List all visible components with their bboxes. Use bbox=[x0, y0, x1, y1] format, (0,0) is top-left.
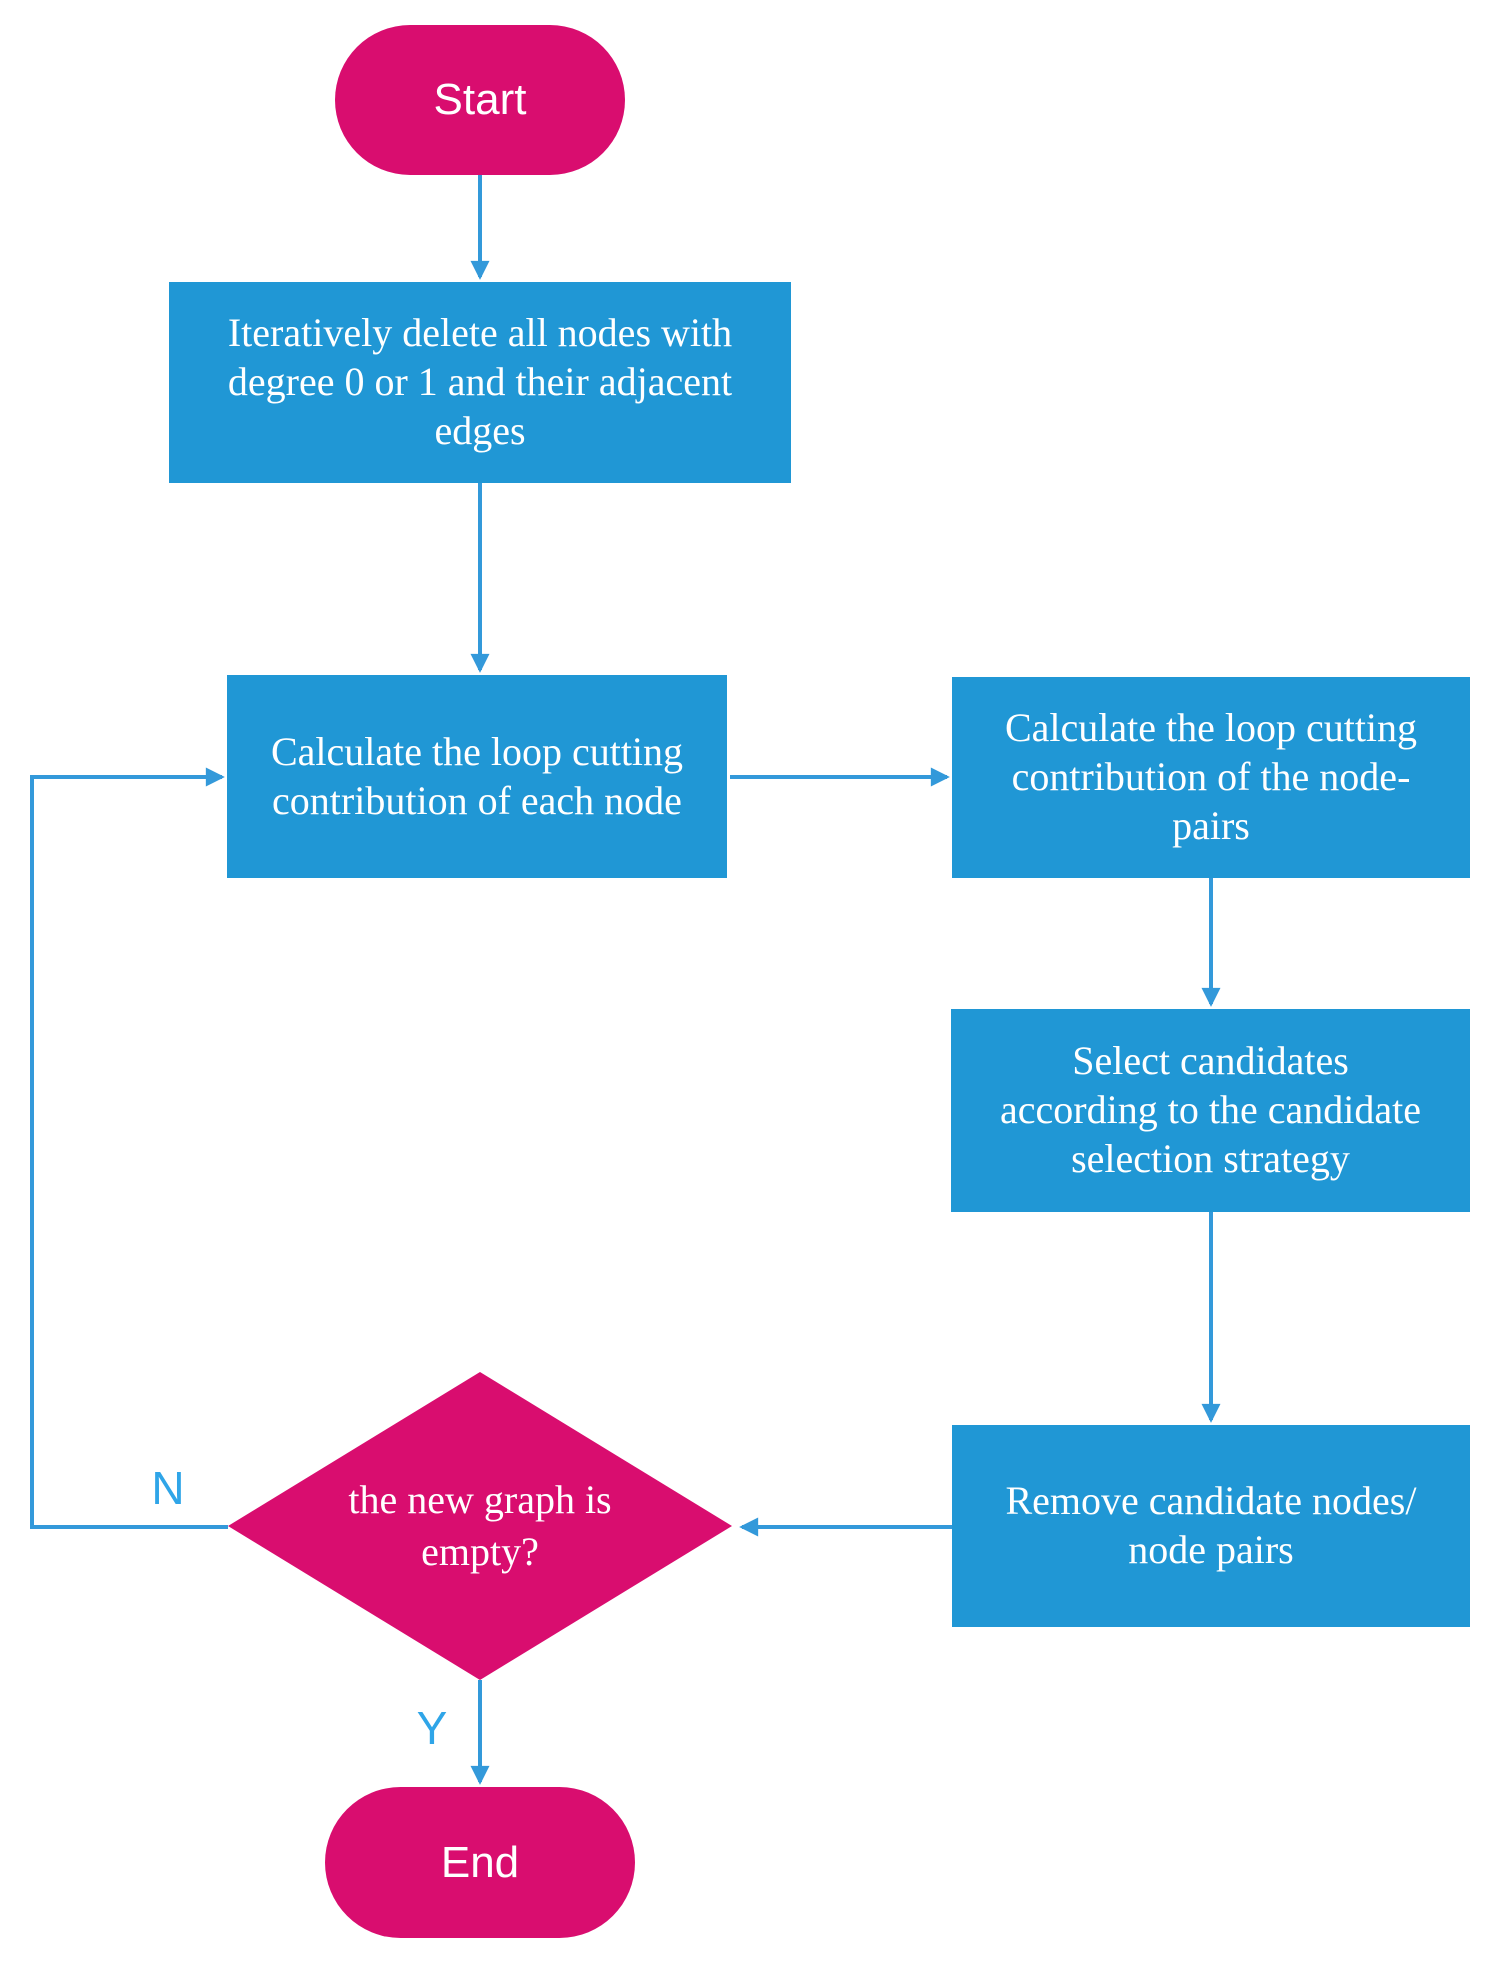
process-calc-node-pairs-contribution-label: Calculate the loop cutting contribution … bbox=[1004, 705, 1418, 848]
process-calc-node-contribution: Calculate the loop cutting contribution … bbox=[227, 675, 727, 878]
process-remove-candidates-label: Remove candidate nodes/ node pairs bbox=[1005, 1478, 1417, 1572]
process-delete-nodes-label: Iteratively delete all nodes with degree… bbox=[227, 310, 733, 453]
decision-graph-empty-label: the new graph is empty? bbox=[348, 1477, 612, 1574]
process-select-candidates: Select candidates according to the candi… bbox=[951, 1009, 1470, 1212]
branch-label-yes: Y bbox=[416, 1702, 448, 1754]
process-delete-nodes: Iteratively delete all nodes with degree… bbox=[169, 282, 791, 483]
connector-decision-no-loop bbox=[30, 767, 228, 1529]
process-remove-candidates: Remove candidate nodes/ node pairs bbox=[952, 1425, 1470, 1627]
end-terminal: End bbox=[325, 1787, 635, 1938]
start-label: Start bbox=[433, 75, 527, 124]
process-calc-node-pairs-contribution: Calculate the loop cutting contribution … bbox=[952, 677, 1470, 878]
end-label: End bbox=[440, 1837, 520, 1887]
process-select-candidates-label: Select candidates according to the candi… bbox=[1000, 1038, 1421, 1181]
process-calc-node-contribution-label: Calculate the loop cutting contribution … bbox=[270, 728, 684, 823]
start-terminal: Start bbox=[335, 25, 625, 175]
branch-label-no: N bbox=[151, 1462, 185, 1514]
